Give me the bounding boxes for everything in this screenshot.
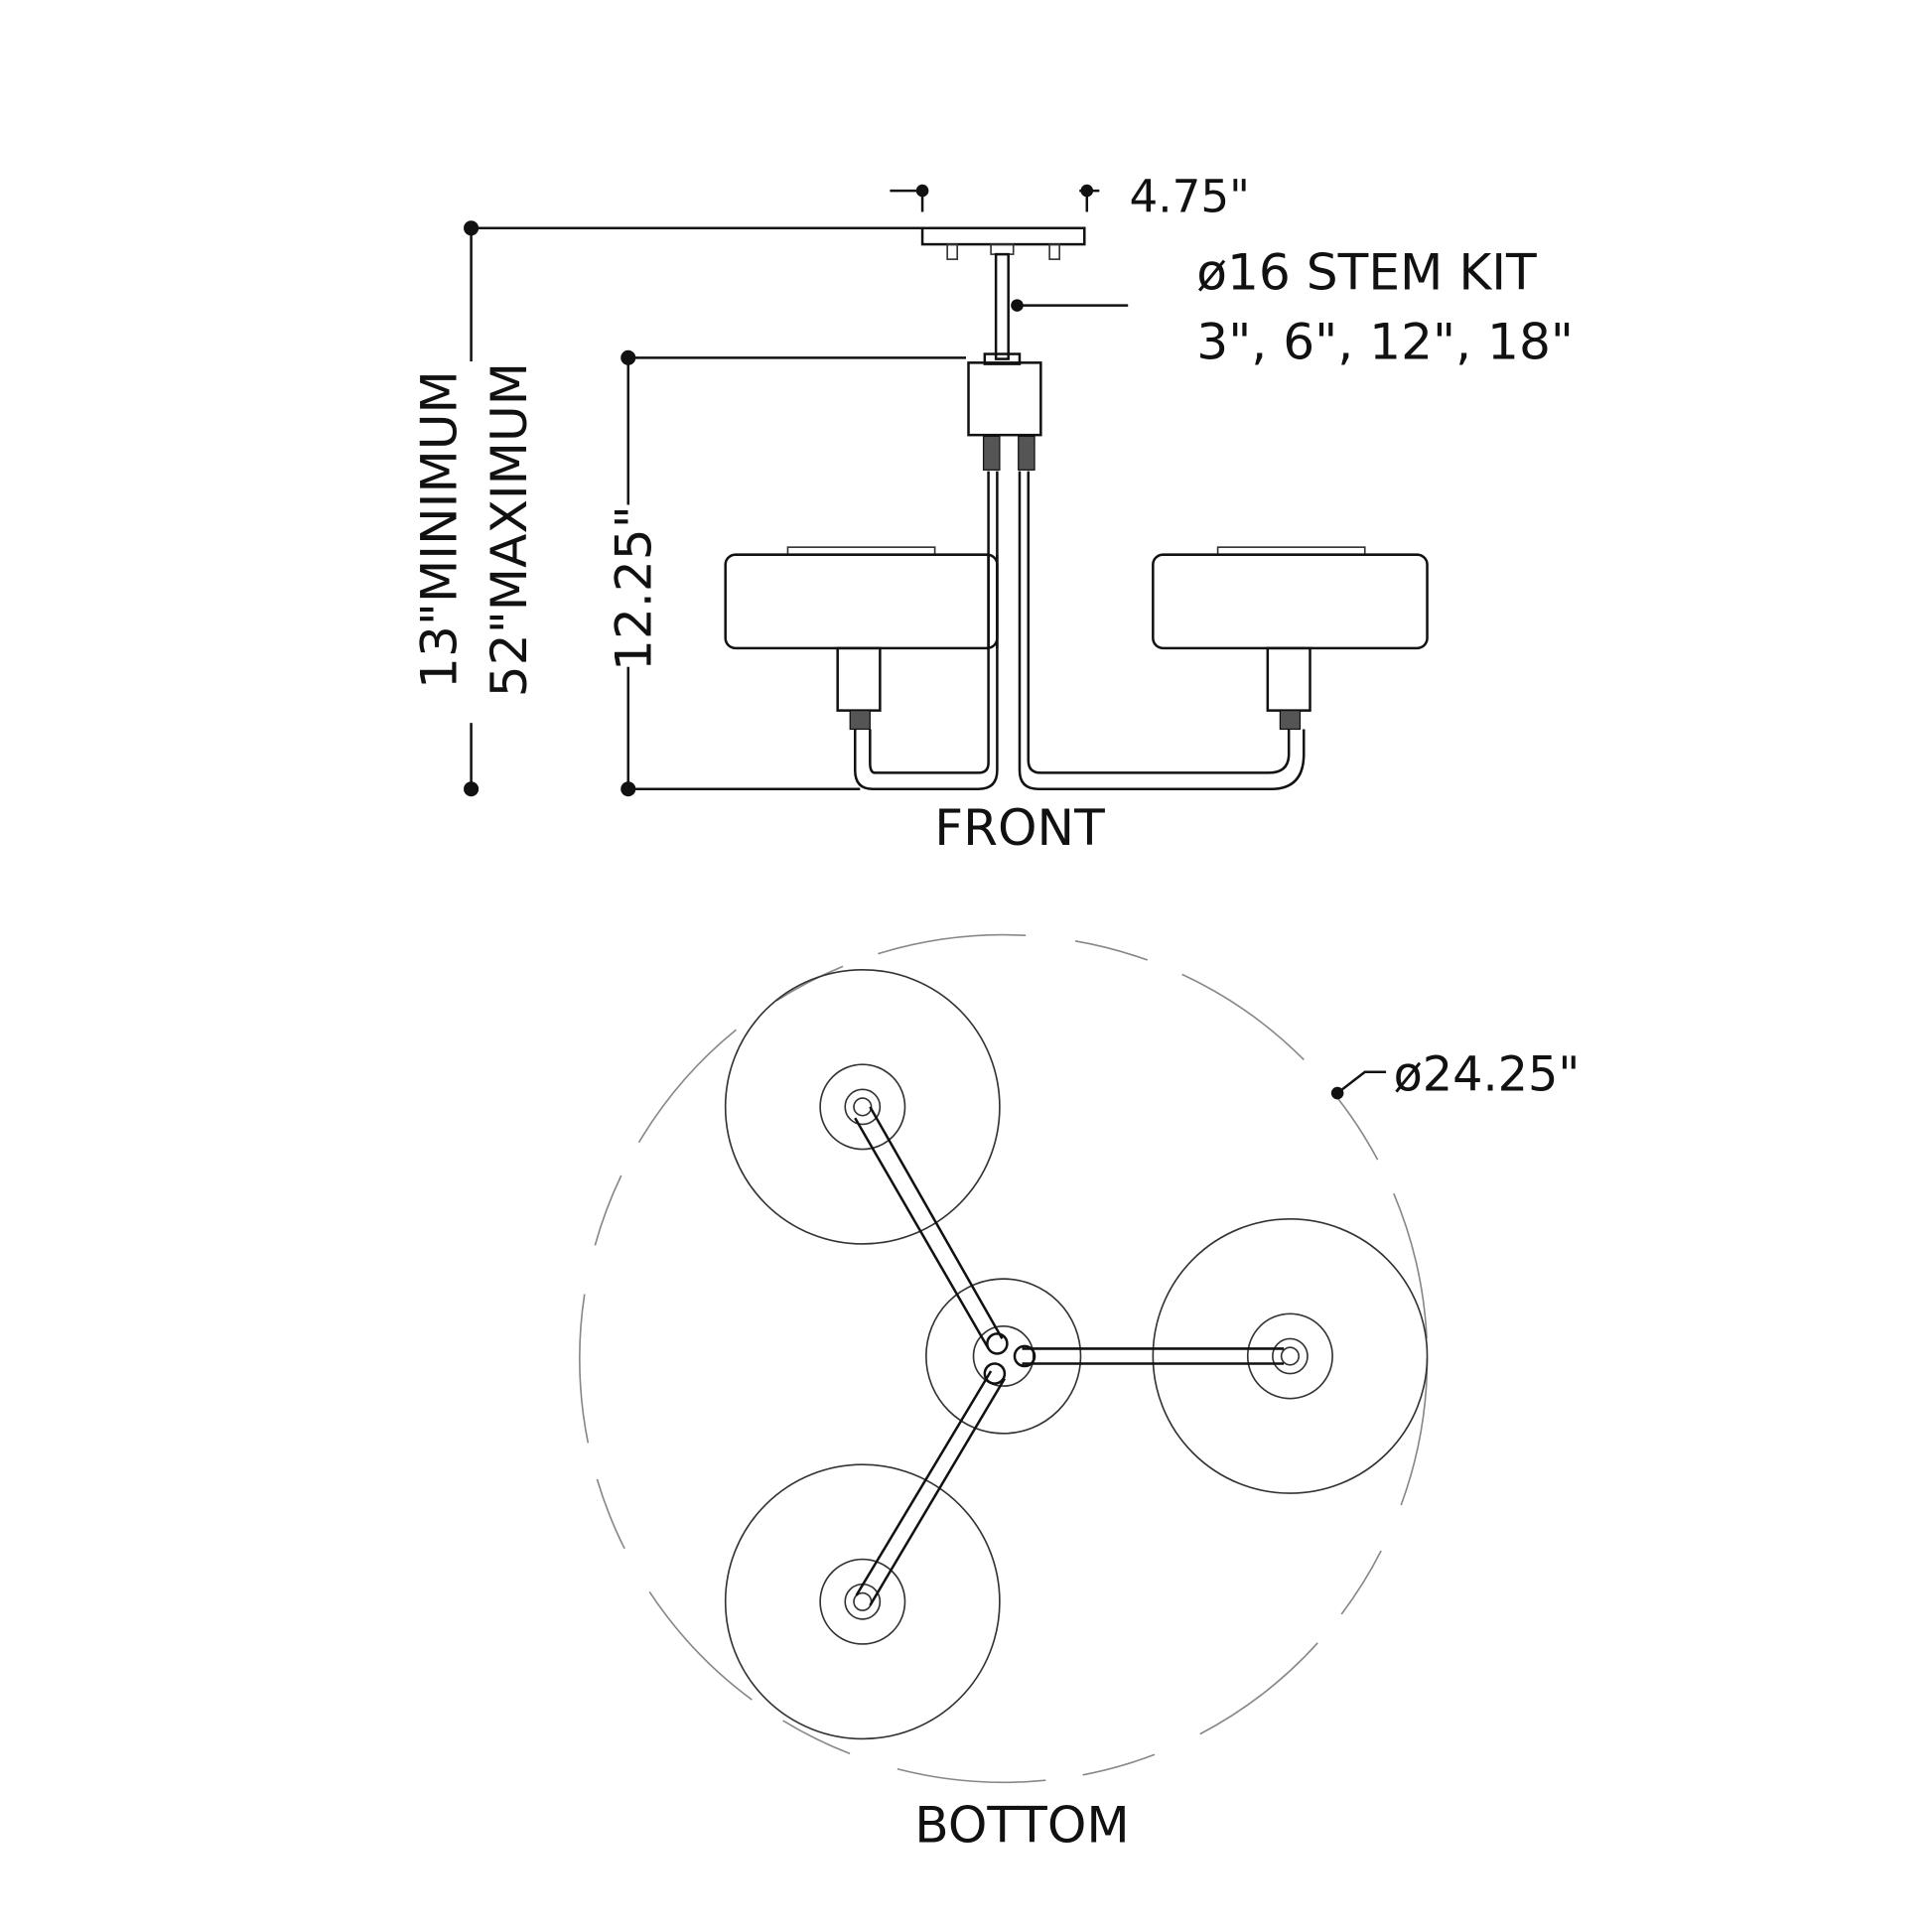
- canopy-width-dimension: 4.75": [890, 170, 1250, 222]
- shade-bottom-left: [724, 1463, 1001, 1740]
- overall-max-label: 52"MAXIMUM: [480, 362, 538, 697]
- stem-kit-title: ø16 STEM KIT: [1196, 242, 1537, 301]
- shade-top-left: [724, 968, 1001, 1245]
- diameter-label: ø24.25": [1394, 1048, 1581, 1103]
- right-arm: [1018, 471, 1306, 790]
- stem-kit-lengths: 3", 6", 12", 18": [1196, 313, 1574, 371]
- overall-height-dimension: 13"MINIMUM 52"MAXIMUM: [410, 220, 923, 797]
- bottom-view-label: BOTTOM: [914, 1796, 1129, 1855]
- canopy-plate: [920, 226, 1086, 246]
- front-view-label: FRONT: [934, 798, 1105, 857]
- bottom-arms: [854, 1106, 1285, 1606]
- left-arm: [869, 471, 990, 774]
- right-shade: [1152, 546, 1429, 731]
- body-height-label: 12.25": [604, 505, 662, 671]
- hub-circle: [925, 1278, 1082, 1435]
- overall-diameter-outline: [578, 933, 1429, 1784]
- shade-right: [1152, 1218, 1429, 1494]
- left-shade: [724, 546, 999, 731]
- stem: [994, 252, 1010, 360]
- overall-min-label: 13"MINIMUM: [410, 370, 469, 689]
- body-height-dimension: 12.25": [604, 349, 966, 797]
- bottom-view: ø24.25" BOTTOM: [578, 933, 1581, 1855]
- hub-block: [967, 361, 1042, 437]
- canopy-width-label: 4.75": [1129, 170, 1249, 222]
- front-view: 4.75" ø16 STEM KIT 3", 6", 12", 18" 13"M…: [410, 170, 1575, 857]
